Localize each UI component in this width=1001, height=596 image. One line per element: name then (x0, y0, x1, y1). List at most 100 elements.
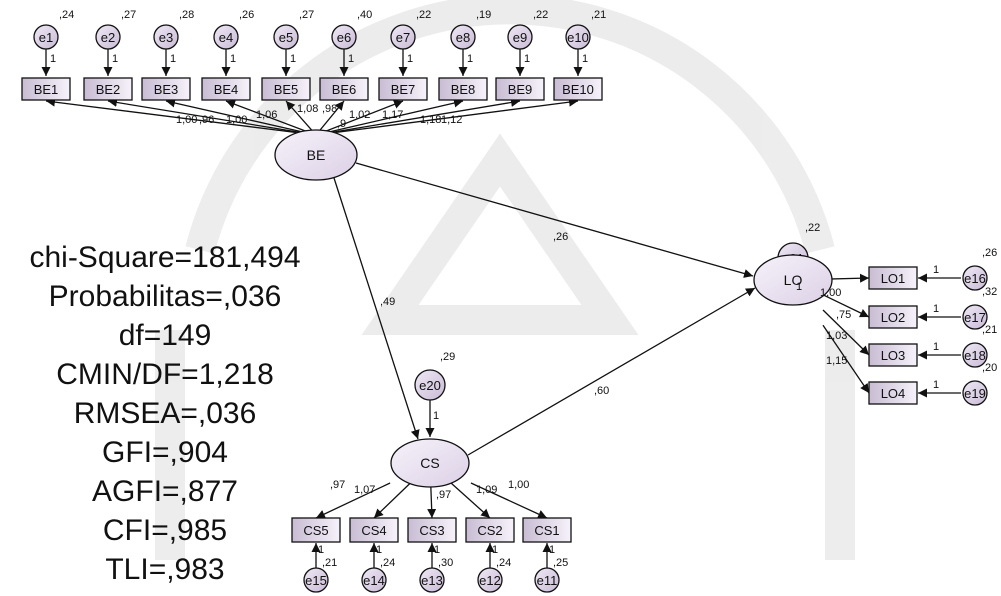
indicator-cs4-label: CS4 (361, 523, 386, 538)
latent-cs (390, 438, 470, 488)
variance-e15: ,21 (322, 557, 337, 569)
error-circle-e15 (303, 567, 329, 593)
variance-e16: ,26 (982, 247, 997, 259)
indicator-lo4-label: LO4 (881, 386, 906, 401)
latent-lo-label: LO (784, 272, 803, 288)
error-circle-e4 (213, 24, 239, 50)
fixed-one-e14: 1 (376, 544, 382, 556)
error-circle-e11-label: e11 (537, 573, 558, 588)
variance-e12: ,24 (496, 557, 511, 569)
error-circle-e9-label: e9 (513, 30, 527, 45)
fixed-one-e19: 1 (933, 379, 939, 391)
indicator-cs2-label: CS2 (477, 523, 502, 538)
error-circle-e17-label: e17 (964, 310, 986, 325)
error-circle-e2-label: e2 (101, 30, 115, 45)
fit-rmsea: RMSEA=,036 (73, 397, 257, 430)
indicator-be4 (201, 77, 251, 101)
indicator-be9 (495, 77, 545, 101)
error-circle-e3 (153, 24, 179, 50)
fixed-one-e4: 1 (230, 53, 236, 65)
fixed-one-e5: 1 (290, 53, 296, 65)
fixed-one-e21: 1 (796, 281, 802, 293)
be-loading-arrow (285, 100, 317, 136)
indicator-be8-label: BE8 (451, 82, 476, 97)
indicator-be2-label: BE2 (96, 82, 121, 97)
coef-be-cs: ,49 (380, 296, 395, 308)
path-cs-to-lo (467, 287, 756, 456)
variance-e17: ,32 (982, 286, 997, 298)
loading-lo3: 1,03 (826, 330, 847, 342)
cs-loading-arrow (450, 482, 491, 519)
fixed-one-e1: 1 (50, 53, 56, 65)
indicator-lo3 (868, 343, 918, 367)
loading-lo4: 1,15 (826, 355, 847, 367)
fixed-one-e16: 1 (933, 264, 939, 276)
error-circle-e7 (390, 24, 416, 50)
error-circle-e18 (962, 342, 988, 368)
fixed-one-e10: 1 (582, 53, 588, 65)
loading-lo1: 1,00 (820, 287, 841, 299)
error-circle-e8 (450, 24, 476, 50)
loading-be2: 1,00 (176, 114, 197, 126)
variance-e1: ,24 (59, 9, 74, 21)
fit-gfi: GFI=,904 (102, 436, 228, 469)
indicator-be3-label: BE3 (154, 82, 179, 97)
error-circle-e18-label: e18 (964, 348, 986, 363)
fit-agfi: AGFI=,877 (92, 475, 238, 508)
fixed-one-e11: 1 (549, 544, 555, 556)
error-circle-e7-label: e7 (396, 30, 410, 45)
error-circle-e6 (331, 24, 357, 50)
indicator-be7 (378, 77, 428, 101)
indicator-lo2-label: LO2 (881, 310, 906, 325)
fit-df: df=149 (118, 319, 212, 352)
indicator-lo4 (868, 381, 918, 405)
fixed-one-e20: 1 (433, 410, 439, 422)
variance-e2: ,27 (121, 9, 136, 21)
loading-extra-2: 1,12 (441, 114, 462, 126)
error-circle-e14 (361, 567, 387, 593)
error-circle-e20-label: e20 (419, 378, 441, 393)
indicator-be6 (319, 77, 369, 101)
error-circle-e6-label: e6 (337, 30, 351, 45)
indicator-be5 (261, 77, 311, 101)
fit-tli: TLI=,983 (105, 553, 225, 586)
watermark-logo (155, 0, 855, 560)
indicator-cs5-label: CS5 (303, 523, 328, 538)
error-circle-e8-label: e8 (456, 30, 470, 45)
error-circle-e17 (962, 304, 988, 330)
fixed-one-e18: 1 (933, 341, 939, 353)
fixed-one-e9: 1 (524, 53, 530, 65)
indicator-be10 (553, 77, 603, 101)
model-fit-statistics: chi-Square=181,494 Probabilitas=,036 df=… (0, 238, 330, 589)
error-circle-e4-label: e4 (219, 30, 233, 45)
fixed-one-e12: 1 (492, 544, 498, 556)
fixed-one-e2: 1 (112, 53, 118, 65)
error-circle-e20 (414, 369, 446, 401)
loading-be9: 1,17 (382, 109, 403, 121)
loading-extra-1: ,9 (337, 118, 346, 130)
loading-cs2: 1,09 (476, 484, 497, 496)
variance-e19: ,20 (982, 362, 997, 374)
path-be-to-cs (333, 177, 420, 440)
be-loading-arrow (315, 97, 579, 136)
variance-e21: ,22 (805, 222, 820, 234)
loading-be10: 1,18 (420, 114, 441, 126)
loading-be6: 1,08 (297, 103, 318, 115)
error-circle-e12-label: e12 (479, 573, 501, 588)
variance-e10: ,21 (591, 9, 606, 21)
loading-cs5: ,97 (330, 479, 345, 491)
be-loading-arrow (315, 98, 464, 136)
loading-cs1: 1,00 (508, 479, 529, 491)
latent-cs-label: CS (420, 455, 439, 471)
indicator-be10-label: BE10 (562, 82, 594, 97)
error-circle-e2 (95, 24, 121, 50)
indicator-be3 (141, 77, 191, 101)
variance-e9: ,22 (533, 9, 548, 21)
be-loading-arrow (315, 98, 521, 136)
be-loading-arrow (107, 98, 317, 136)
latent-be-label: BE (307, 147, 326, 163)
error-circle-e19-label: e19 (964, 386, 986, 401)
loading-cs4: 1,07 (354, 484, 375, 496)
cs-loading-arrow (470, 482, 548, 519)
